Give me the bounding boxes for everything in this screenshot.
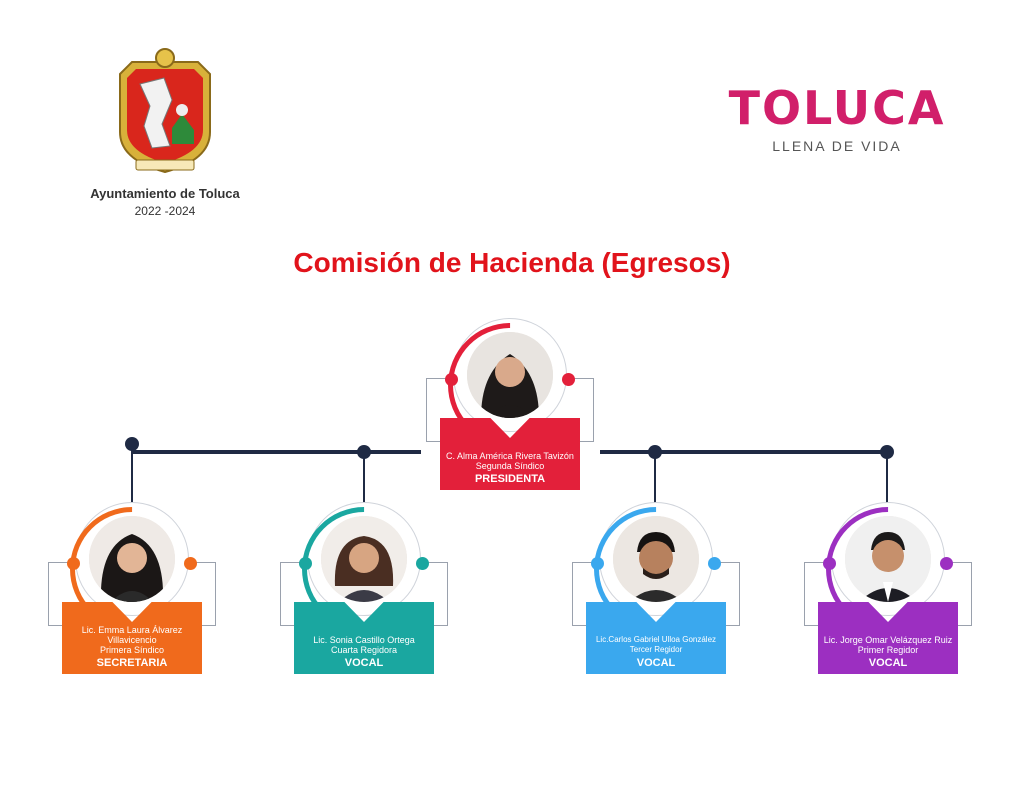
member-office: Primer Regidor bbox=[857, 645, 919, 655]
toluca-tagline: LLENA DE VIDA bbox=[772, 138, 902, 154]
member-photo bbox=[845, 516, 931, 602]
member-card-president: C. Alma América Rivera Tavizón Segunda S… bbox=[422, 297, 598, 498]
member-card-vocal-3: Lic. Jorge Omar Velázquez Ruiz Primer Re… bbox=[800, 481, 976, 682]
card-bracket bbox=[804, 562, 828, 626]
person-icon bbox=[321, 516, 407, 602]
person-icon bbox=[613, 516, 699, 602]
page-title: Comisión de Hacienda (Egresos) bbox=[293, 247, 731, 278]
member-card-vocal-2: Lic.Carlos Gabriel Ulloa González Tercer… bbox=[568, 481, 744, 682]
member-role: SECRETARIA bbox=[96, 657, 168, 669]
connector-drop bbox=[363, 452, 365, 505]
person-icon bbox=[89, 516, 175, 602]
toluca-wordmark: TOLUCA bbox=[728, 81, 946, 135]
arc-end-dot bbox=[823, 557, 836, 570]
card-bracket bbox=[192, 562, 216, 626]
member-card-secretary: Lic. Emma Laura Álvarez Villavicencio Pr… bbox=[44, 481, 220, 682]
toluca-logo: TOLUCA LLENA DE VIDA bbox=[722, 84, 952, 164]
member-photo bbox=[321, 516, 407, 602]
arc-end-dot bbox=[184, 557, 197, 570]
member-name: Lic.Carlos Gabriel Ulloa González bbox=[595, 635, 717, 644]
connector-right bbox=[600, 450, 890, 454]
card-bracket bbox=[948, 562, 972, 626]
crest-title: Ayuntamiento de Toluca bbox=[90, 186, 240, 201]
card-bracket bbox=[570, 378, 594, 442]
member-photo bbox=[613, 516, 699, 602]
member-role: VOCAL bbox=[636, 657, 676, 669]
member-role: VOCAL bbox=[344, 657, 384, 669]
member-office: Cuarta Regidora bbox=[330, 645, 398, 655]
member-photo bbox=[89, 516, 175, 602]
connector-drop bbox=[886, 452, 888, 505]
member-name-line2: Villavicencio bbox=[107, 635, 157, 645]
person-icon bbox=[467, 332, 553, 418]
member-name: Lic. Sonia Castillo Ortega bbox=[313, 635, 415, 645]
arc-end-dot bbox=[591, 557, 604, 570]
arc-end-dot bbox=[708, 557, 721, 570]
connector-drop bbox=[654, 452, 656, 505]
connector-drop bbox=[131, 450, 133, 505]
crest-years: 2022 -2024 bbox=[134, 204, 196, 218]
card-bracket bbox=[716, 562, 740, 626]
member-photo bbox=[467, 332, 553, 418]
arc-end-dot bbox=[445, 373, 458, 386]
member-office: Segunda Síndico bbox=[475, 461, 545, 471]
member-role: VOCAL bbox=[868, 657, 908, 669]
member-label: Lic.Carlos Gabriel Ulloa González Tercer… bbox=[586, 602, 726, 674]
member-office: Primera Síndico bbox=[99, 645, 165, 655]
card-bracket bbox=[572, 562, 596, 626]
arc-end-dot bbox=[940, 557, 953, 570]
member-name: Lic. Emma Laura Álvarez Villavicencio bbox=[82, 625, 183, 645]
arc-end-dot bbox=[416, 557, 429, 570]
card-bracket bbox=[48, 562, 72, 626]
arc-end-dot bbox=[299, 557, 312, 570]
member-office: Tercer Regidor bbox=[629, 645, 683, 654]
connector-left bbox=[131, 450, 421, 454]
arc-end-dot bbox=[67, 557, 80, 570]
person-icon bbox=[845, 516, 931, 602]
member-name-line1: Lic. Emma Laura Álvarez bbox=[81, 625, 183, 635]
node-dot bbox=[125, 437, 139, 451]
card-bracket bbox=[280, 562, 304, 626]
arc-end-dot bbox=[562, 373, 575, 386]
crest-icon bbox=[119, 48, 211, 174]
member-role: PRESIDENTA bbox=[474, 473, 546, 485]
card-bracket bbox=[426, 378, 450, 442]
ayuntamiento-logo: Ayuntamiento de Toluca 2022 -2024 bbox=[80, 48, 250, 228]
member-name: Lic. Jorge Omar Velázquez Ruiz bbox=[823, 635, 953, 645]
member-card-vocal-1: Lic. Sonia Castillo Ortega Cuarta Regido… bbox=[276, 481, 452, 682]
member-name: C. Alma América Rivera Tavizón bbox=[446, 451, 574, 461]
card-bracket bbox=[424, 562, 448, 626]
